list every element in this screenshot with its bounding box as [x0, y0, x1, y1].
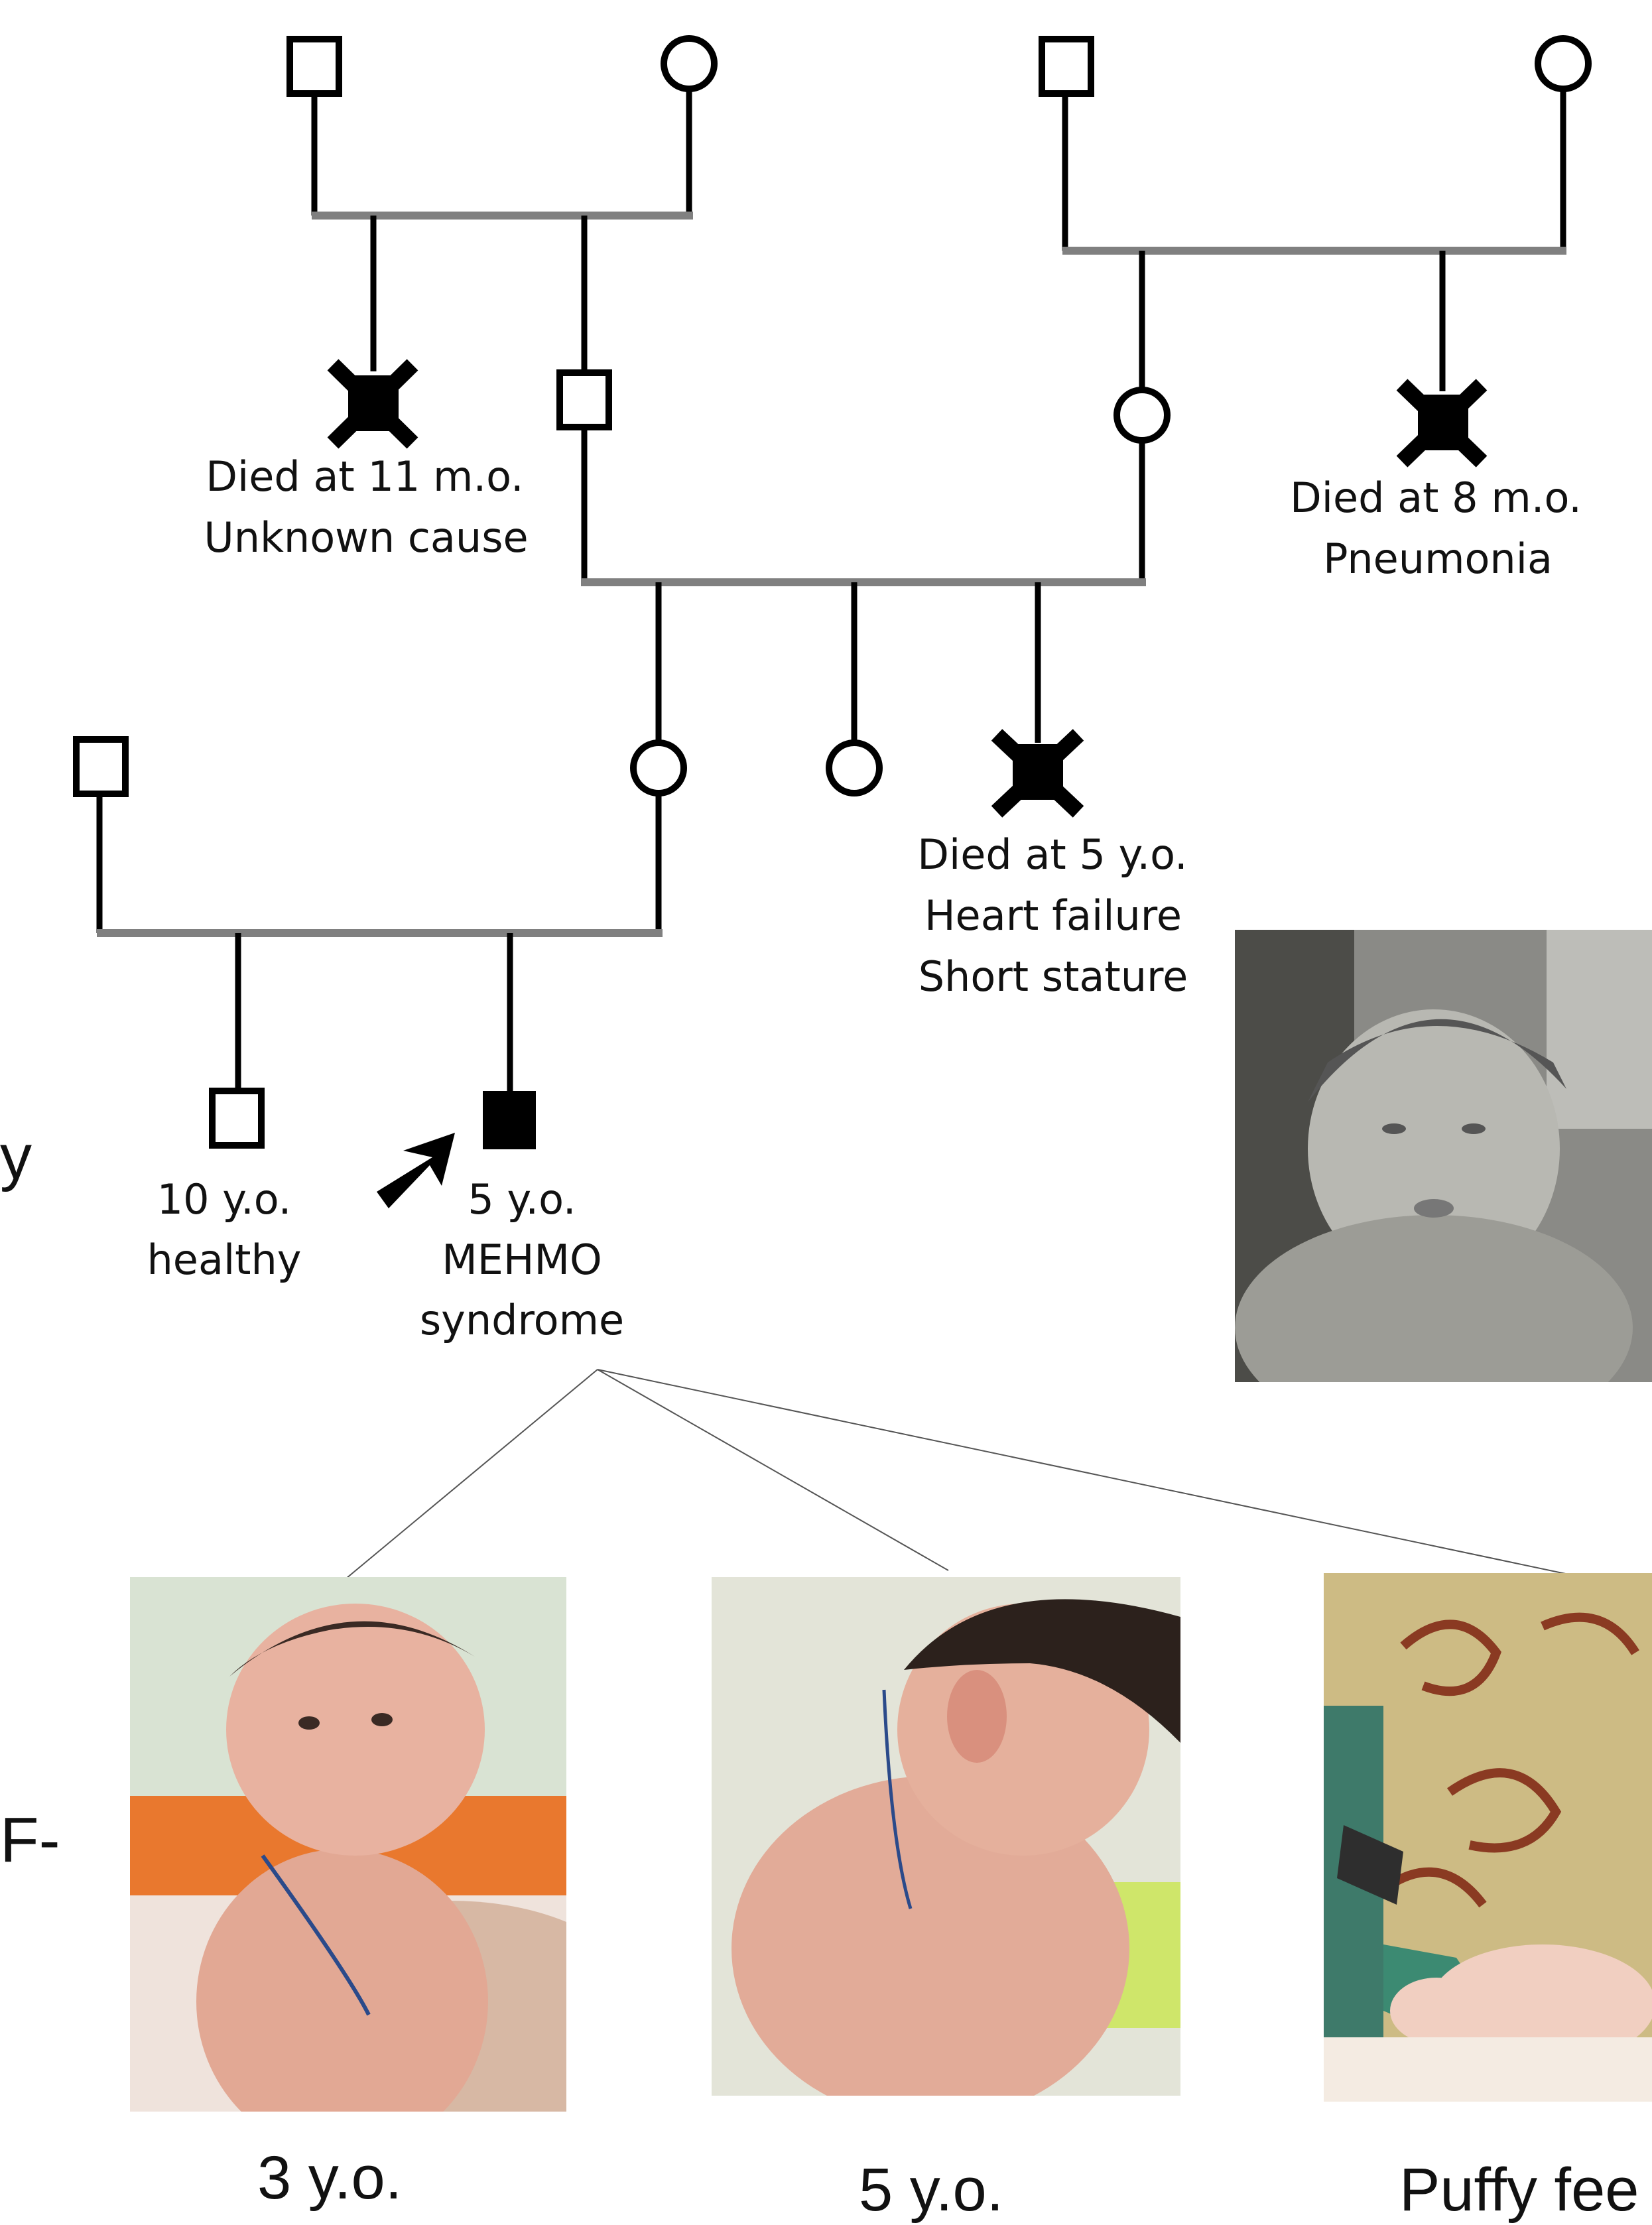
- father-male: [556, 369, 612, 430]
- caption-photo-1: 3 y.o.: [257, 2144, 403, 2212]
- note-proband-line1: 5 y.o.: [468, 1175, 576, 1224]
- proband-arrow-icon: [377, 1133, 455, 1208]
- grandmother-paternal-female: [661, 35, 718, 92]
- note-aunt-maternal-line2: Pneumonia: [1323, 535, 1553, 583]
- edge-fragment-f: F-: [0, 1805, 60, 1875]
- note-sibling-line2: Heart failure: [924, 891, 1182, 940]
- caption-photo-3: Puffy fee: [1399, 2156, 1639, 2224]
- note-proband-line2: MEHMO: [442, 1236, 602, 1284]
- proband-affected-male: [483, 1091, 536, 1149]
- daughter-female: [630, 739, 687, 796]
- brother-male: [209, 1088, 265, 1149]
- note-aunt-paternal-line1: Died at 11 m.o.: [206, 452, 523, 501]
- connector-to-photo-2: [597, 1369, 949, 1571]
- photo-3-yo: [130, 1577, 566, 2112]
- note-proband-line3: syndrome: [420, 1296, 624, 1344]
- photo-5-yo: [712, 1577, 1180, 2096]
- mother-female: [1113, 387, 1171, 444]
- connector-to-photo-1: [346, 1369, 598, 1579]
- note-sibling-line3: Short stature: [919, 952, 1188, 1001]
- second-daughter-female: [826, 739, 883, 796]
- grandfather-maternal-male: [1039, 36, 1094, 97]
- grayscale-photo-relative: [1235, 930, 1652, 1382]
- connector-to-photo-3: [597, 1369, 1576, 1576]
- grandfather-paternal-male: [286, 36, 342, 97]
- note-brother-line2: healthy: [147, 1236, 302, 1284]
- note-sibling-line1: Died at 5 y.o.: [917, 830, 1187, 879]
- paternal-deceased-sibling-affected: [327, 359, 418, 449]
- son-in-law-male: [73, 736, 129, 797]
- grandmother-maternal-female: [1535, 35, 1592, 92]
- note-aunt-paternal-line2: Unknown cause: [204, 513, 528, 562]
- caption-photo-2: 5 y.o.: [859, 2156, 1004, 2224]
- photo-puffy-feet: [1324, 1573, 1652, 2102]
- deceased-son-affected: [991, 729, 1084, 818]
- note-brother-line1: 10 y.o.: [157, 1175, 292, 1224]
- edge-fragment-y: y: [0, 1121, 32, 1192]
- maternal-deceased-sibling-affected: [1396, 379, 1488, 468]
- note-aunt-maternal-line1: Died at 8 m.o.: [1290, 474, 1582, 522]
